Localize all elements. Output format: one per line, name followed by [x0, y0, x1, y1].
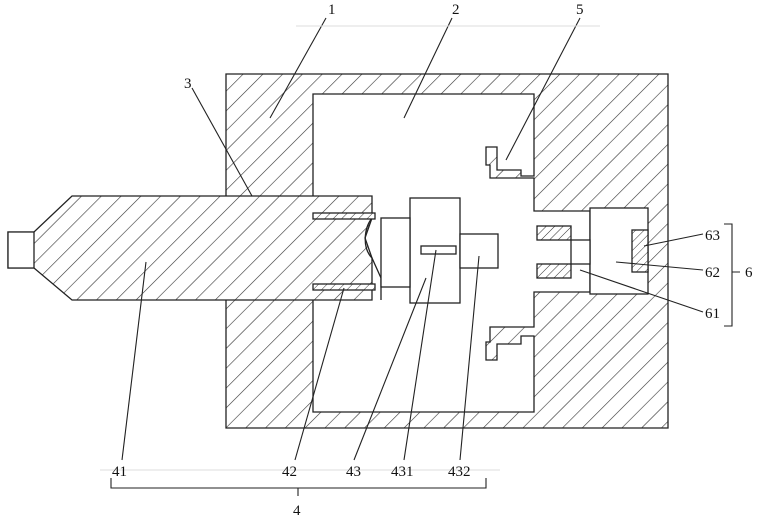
- label-4: 4: [293, 503, 301, 519]
- label-1: 1: [328, 2, 336, 18]
- brace-4: [111, 478, 486, 496]
- coupling-neck: [381, 218, 410, 287]
- sensor-block-61-top: [537, 226, 571, 240]
- leader-432: [460, 256, 479, 460]
- label-62: 62: [705, 265, 720, 281]
- label-5: 5: [576, 2, 584, 18]
- label-42: 42: [282, 464, 297, 480]
- sensor-block-63: [632, 230, 648, 272]
- shaft-nose: [8, 232, 34, 268]
- label-432: 432: [448, 464, 471, 480]
- sensor-block-61-inner: [571, 240, 590, 264]
- label-431: 431: [391, 464, 414, 480]
- label-61: 61: [705, 306, 720, 322]
- pin-432: [460, 234, 498, 268]
- label-2: 2: [452, 2, 460, 18]
- leader-43: [354, 278, 426, 460]
- label-6: 6: [745, 265, 753, 281]
- bearing-sleeve-42-top: [313, 213, 375, 219]
- label-43: 43: [346, 464, 361, 480]
- slot-431: [421, 246, 456, 254]
- brace-6: [724, 224, 740, 326]
- sensor-block-61-bottom: [537, 264, 571, 278]
- label-63: 63: [705, 228, 720, 244]
- leader-2: [404, 18, 452, 118]
- label-41: 41: [112, 464, 127, 480]
- label-3: 3: [184, 76, 192, 92]
